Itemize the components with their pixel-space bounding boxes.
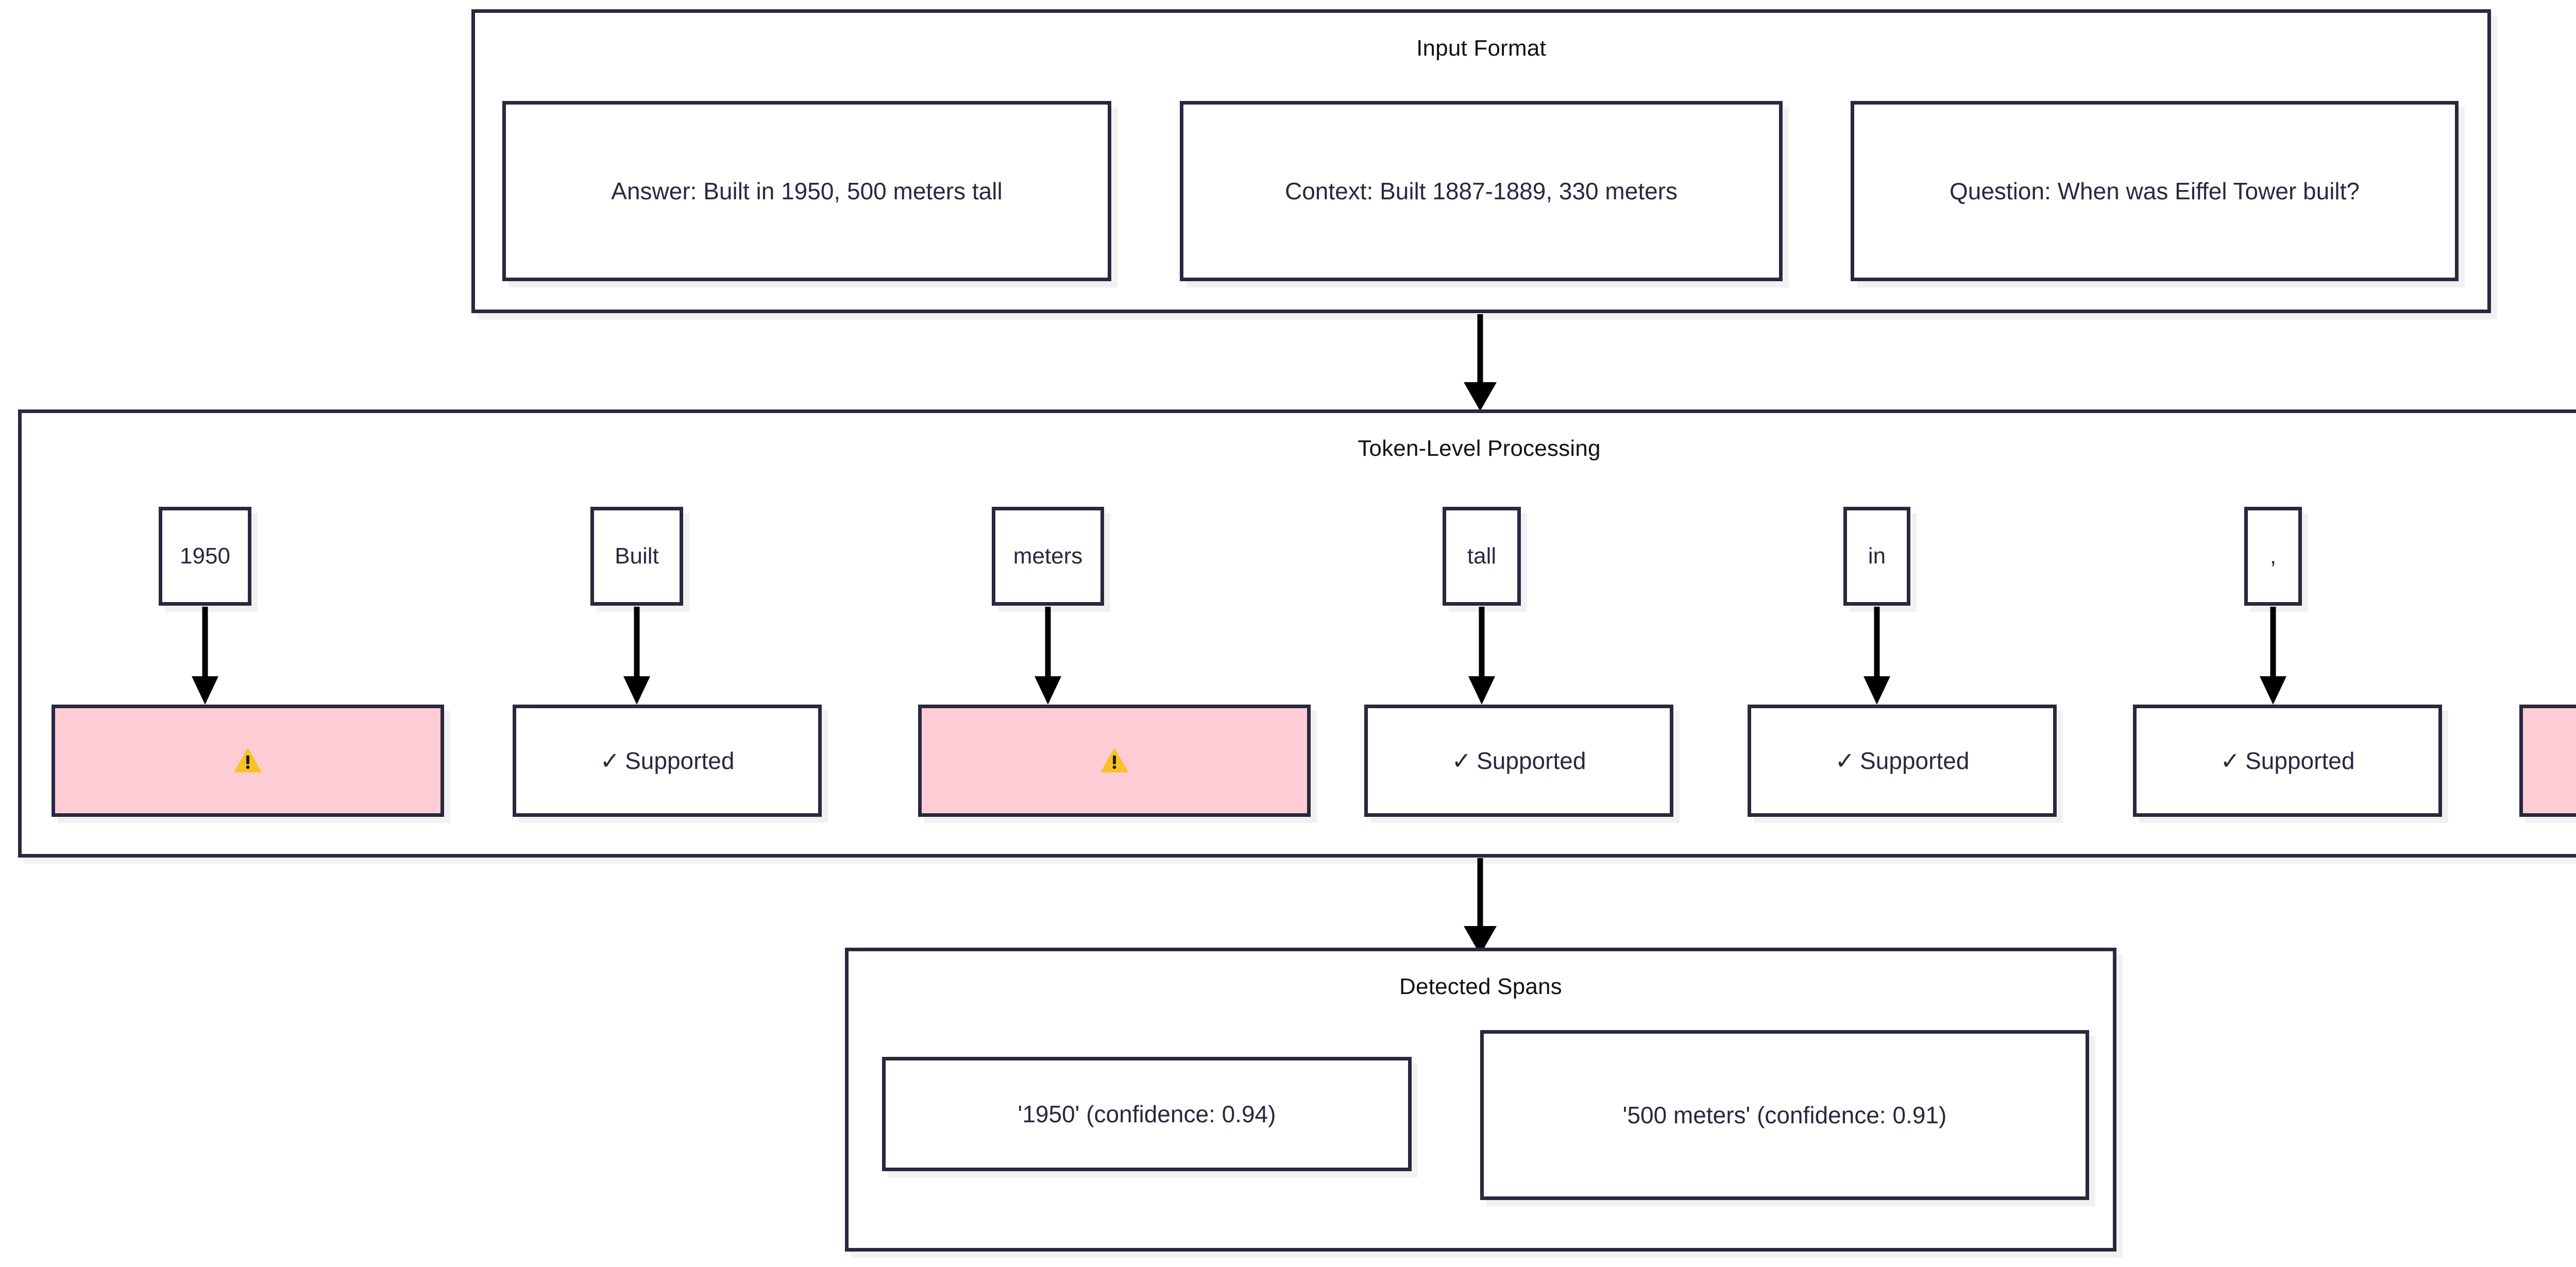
input-box-question[interactable]: Question: When was Eiffel Tower built?: [1851, 101, 2459, 281]
arrow-input-to-tokens: [1462, 314, 1498, 412]
subgraph-input-format-title: Input Format: [1416, 36, 1546, 61]
span-label-1: '500 meters' (confidence: 0.91): [1622, 1101, 1947, 1128]
status-box-5[interactable]: ✓ Supported: [2133, 705, 2442, 817]
token-box-1[interactable]: Built: [590, 507, 683, 606]
token-box-3[interactable]: tall: [1443, 507, 1521, 606]
status-box-6[interactable]: [2519, 705, 2576, 817]
arrow-token-0-to-status: [191, 607, 219, 706]
input-box-context[interactable]: Context: Built 1887-1889, 330 meters: [1180, 101, 1783, 281]
status-box-4[interactable]: ✓ Supported: [1748, 705, 2057, 817]
check-icon: ✓: [600, 746, 620, 775]
token-box-5[interactable]: ,: [2244, 507, 2302, 606]
arrow-token-2-to-status: [1033, 607, 1062, 706]
check-icon: ✓: [1835, 746, 1855, 775]
subgraph-detected-spans-title: Detected Spans: [1399, 974, 1562, 999]
token-label-1: Built: [615, 543, 659, 569]
status-box-2[interactable]: [918, 705, 1311, 817]
span-box-1[interactable]: '500 meters' (confidence: 0.91): [1480, 1030, 2089, 1200]
arrow-token-3-to-status: [1467, 607, 1496, 706]
token-box-0[interactable]: 1950: [159, 507, 251, 606]
arrow-token-5-to-status: [2259, 607, 2287, 706]
input-box-question-label: Question: When was Eiffel Tower built?: [1949, 177, 2360, 204]
arrow-token-4-to-status: [1862, 607, 1891, 706]
status-box-1[interactable]: ✓ Supported: [513, 705, 822, 817]
subgraph-token-processing-title: Token-Level Processing: [1358, 436, 1601, 461]
token-box-2[interactable]: meters: [992, 507, 1104, 606]
input-box-answer[interactable]: Answer: Built in 1950, 500 meters tall: [502, 101, 1111, 281]
arrow-token-1-to-status: [622, 607, 651, 706]
status-label-4: Supported: [1860, 747, 1970, 774]
input-box-context-label: Context: Built 1887-1889, 330 meters: [1284, 177, 1677, 204]
token-label-4: in: [1868, 543, 1886, 569]
token-label-5: ,: [2269, 543, 2277, 569]
span-box-0[interactable]: '1950' (confidence: 0.94): [882, 1057, 1412, 1171]
input-box-answer-label: Answer: Built in 1950, 500 meters tall: [611, 177, 1003, 204]
token-label-0: 1950: [180, 543, 230, 569]
check-icon: ✓: [2220, 746, 2241, 775]
token-label-2: meters: [1013, 543, 1083, 569]
warning-triangle-icon: [234, 747, 262, 775]
token-box-4[interactable]: in: [1843, 507, 1910, 606]
status-label-5: Supported: [2245, 747, 2355, 774]
check-icon: ✓: [1451, 746, 1472, 775]
warning-triangle-icon: [1100, 747, 1128, 775]
token-label-3: tall: [1467, 543, 1497, 569]
status-box-3[interactable]: ✓ Supported: [1364, 705, 1673, 817]
status-label-3: Supported: [1477, 747, 1586, 774]
status-label-1: Supported: [625, 747, 735, 774]
span-label-0: '1950' (confidence: 0.94): [1018, 1100, 1276, 1127]
arrow-tokens-to-spans: [1462, 858, 1498, 956]
status-box-0[interactable]: [52, 705, 444, 817]
